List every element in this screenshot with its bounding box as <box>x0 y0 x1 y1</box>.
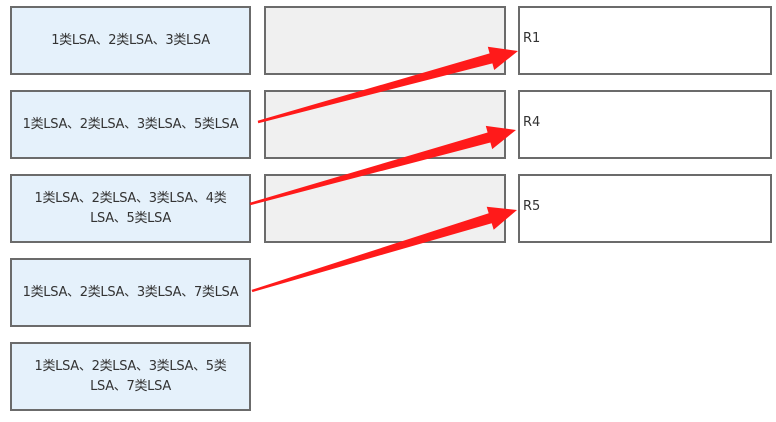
option-box-1[interactable]: 1类LSA、2类LSA、3类LSA <box>10 6 251 75</box>
option-label: 1类LSA、2类LSA、3类LSA、5类LSA <box>22 116 239 132</box>
drop-slot-3[interactable] <box>264 174 506 243</box>
drop-slot-1[interactable] <box>264 6 506 75</box>
router-box-r1: R1 <box>518 6 772 75</box>
option-label: 1类LSA、2类LSA、3类LSA、5类LSA、7类LSA <box>34 358 227 394</box>
drop-slot-2[interactable] <box>264 90 506 159</box>
router-label: R5 <box>523 198 541 214</box>
router-box-r4: R4 <box>518 90 772 159</box>
option-label: 1类LSA、2类LSA、3类LSA <box>51 32 210 48</box>
option-box-4[interactable]: 1类LSA、2类LSA、3类LSA、7类LSA <box>10 258 251 327</box>
option-box-3[interactable]: 1类LSA、2类LSA、3类LSA、4类LSA、5类LSA <box>10 174 251 243</box>
option-label: 1类LSA、2类LSA、3类LSA、7类LSA <box>22 284 239 300</box>
option-box-5[interactable]: 1类LSA、2类LSA、3类LSA、5类LSA、7类LSA <box>10 342 251 411</box>
option-box-2[interactable]: 1类LSA、2类LSA、3类LSA、5类LSA <box>10 90 251 159</box>
option-label: 1类LSA、2类LSA、3类LSA、4类LSA、5类LSA <box>34 190 227 226</box>
router-box-r5: R5 <box>518 174 772 243</box>
router-label: R1 <box>523 30 541 46</box>
router-label: R4 <box>523 114 541 130</box>
